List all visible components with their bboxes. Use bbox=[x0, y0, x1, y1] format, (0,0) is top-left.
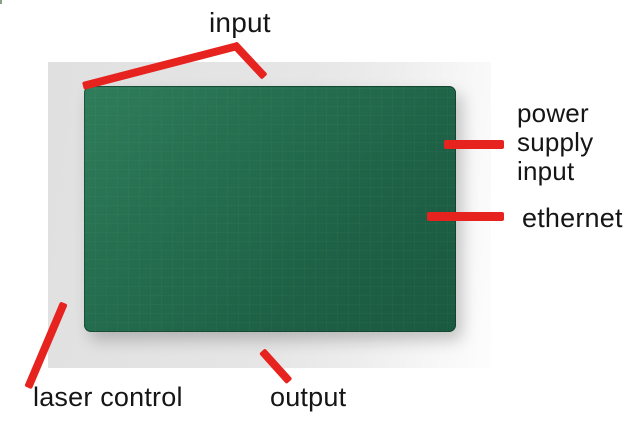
laser-control-label: laser control bbox=[33, 382, 183, 412]
pcb-traces bbox=[84, 86, 456, 332]
power-supply-label-line3: input bbox=[517, 156, 575, 186]
input-label: input bbox=[209, 7, 271, 38]
power-supply-label-line2: supply bbox=[517, 127, 594, 157]
input-terminal-top bbox=[0, 0, 2, 4]
pcb-board bbox=[84, 86, 456, 332]
output-label: output bbox=[270, 382, 347, 412]
power-supply-pointer-bar bbox=[444, 140, 504, 149]
power-supply-label-line1: power bbox=[517, 98, 589, 128]
ethernet-label: ethernet bbox=[522, 203, 623, 233]
ethernet-pointer-bar bbox=[427, 212, 504, 221]
power-supply-label: power supply input bbox=[517, 99, 593, 186]
